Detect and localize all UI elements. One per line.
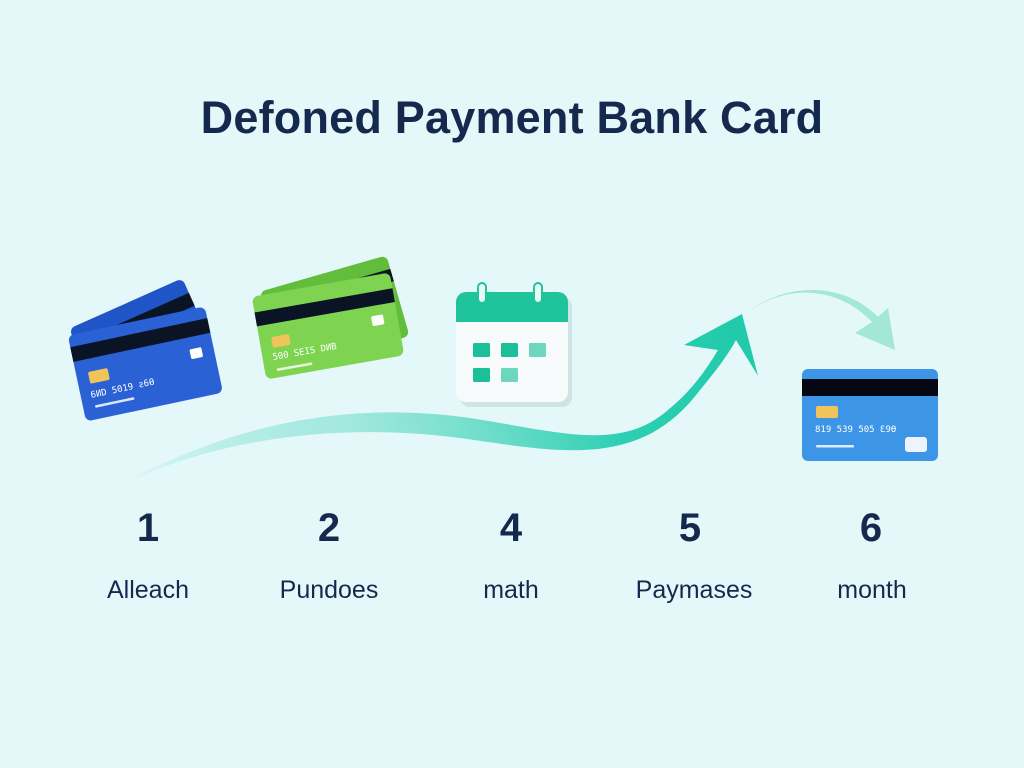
- step-number: 5: [678, 506, 702, 550]
- step-label: Pundoes: [279, 576, 379, 604]
- step-label: Paymases: [635, 576, 753, 604]
- step-number: 1: [136, 506, 160, 550]
- step-label: math: [483, 576, 539, 604]
- page-title: Defoned Payment Bank Card: [200, 92, 824, 143]
- blue-card-icon: 819 539 505 Ɛ9Ɵ: [802, 369, 938, 461]
- step-label: Alleach: [107, 576, 189, 604]
- step-number: 4: [499, 506, 523, 550]
- step-number: 6: [859, 506, 883, 550]
- svg-text:819 539 505 Ɛ9Ɵ: 819 539 505 Ɛ9Ɵ: [815, 425, 896, 435]
- blue-card-stack-icon: 6ИD 5019 ƨ6Ɵ: [68, 280, 222, 421]
- return-arrow-icon: [748, 290, 895, 350]
- step-label: month: [837, 576, 907, 604]
- calendar-icon: [456, 282, 572, 407]
- green-card-stack-icon: 500 SEIS DИB: [252, 256, 409, 379]
- flow-arrow-icon: [110, 314, 758, 490]
- step-number: 2: [317, 506, 341, 550]
